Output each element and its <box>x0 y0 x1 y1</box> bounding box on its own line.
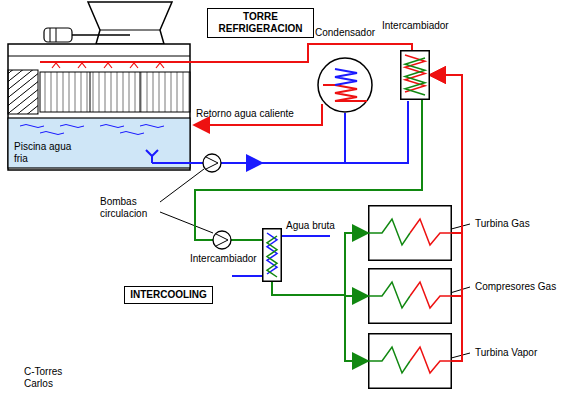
water-label: Agua bruta <box>286 220 335 232</box>
pipe-connector <box>430 75 462 296</box>
author-note: C-Torres Carlos <box>24 366 76 390</box>
pipe-connector <box>272 282 368 361</box>
section-box: INTERCOOLING <box>124 286 213 304</box>
pipe-connector <box>272 282 368 296</box>
flow-label: Retorno agua caliente <box>196 108 294 120</box>
heat-exchanger: Intercambiador <box>400 50 430 100</box>
node-label: INTERCOOLING <box>125 287 212 303</box>
heat-exchanger: Intercambiador <box>262 228 282 282</box>
node-label: Turbina Vapor <box>474 347 538 359</box>
heat-exchanger-outline <box>400 50 430 100</box>
pump-label: Bombas circulacion <box>100 196 160 220</box>
machine-box: Compresores Gas <box>368 268 452 324</box>
node-label: Condensador <box>314 27 376 39</box>
node-label: Intercambiador <box>381 20 450 32</box>
title-box: TORRE REFRIGERACION <box>207 8 314 38</box>
pipe-connector <box>272 233 368 295</box>
node-label: Turbina Gas <box>474 218 531 230</box>
heat-exchanger-outline <box>262 228 282 282</box>
node-label: TORRE REFRIGERACION <box>208 9 313 37</box>
node-label: Compresores Gas <box>474 281 557 293</box>
machine-box-outline <box>368 205 452 261</box>
pool-label: Piscina agua fria <box>14 141 84 165</box>
machine-box-outline <box>368 268 452 324</box>
machine-box: Turbina Vapor <box>368 333 452 389</box>
machine-box-outline <box>368 333 452 389</box>
machine-box: Turbina Gas <box>368 205 452 261</box>
condenser-symbol-outline <box>317 57 373 113</box>
node-label: Intercambiador <box>189 253 258 265</box>
condenser-symbol: Condensador <box>317 57 373 113</box>
